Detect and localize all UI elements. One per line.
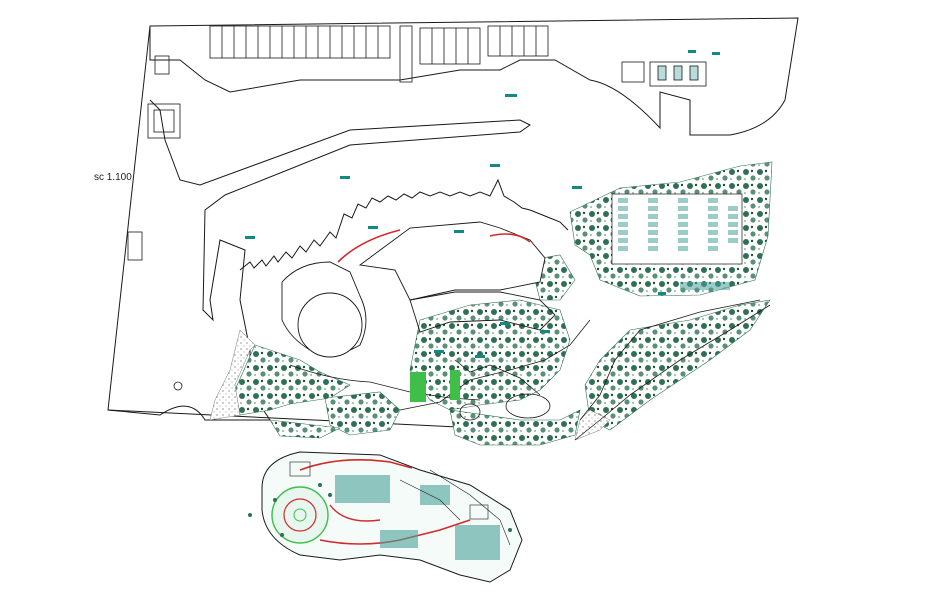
- floor-plan-lower: [248, 451, 523, 583]
- green-markers: [410, 370, 460, 402]
- main-building: [281, 221, 556, 358]
- parking-bays-top: [127, 25, 549, 261]
- building-top-right: [621, 61, 707, 87]
- annotation-symbols: [245, 50, 720, 358]
- red-path-upper: [337, 229, 531, 263]
- circle-marker-icon: [173, 381, 183, 391]
- site-boundary: [107, 17, 799, 431]
- terrace-edge: [239, 178, 569, 271]
- parking-grid-right: [611, 193, 743, 290]
- walkways: [289, 299, 771, 441]
- scale-label: sc 1.100: [94, 172, 132, 183]
